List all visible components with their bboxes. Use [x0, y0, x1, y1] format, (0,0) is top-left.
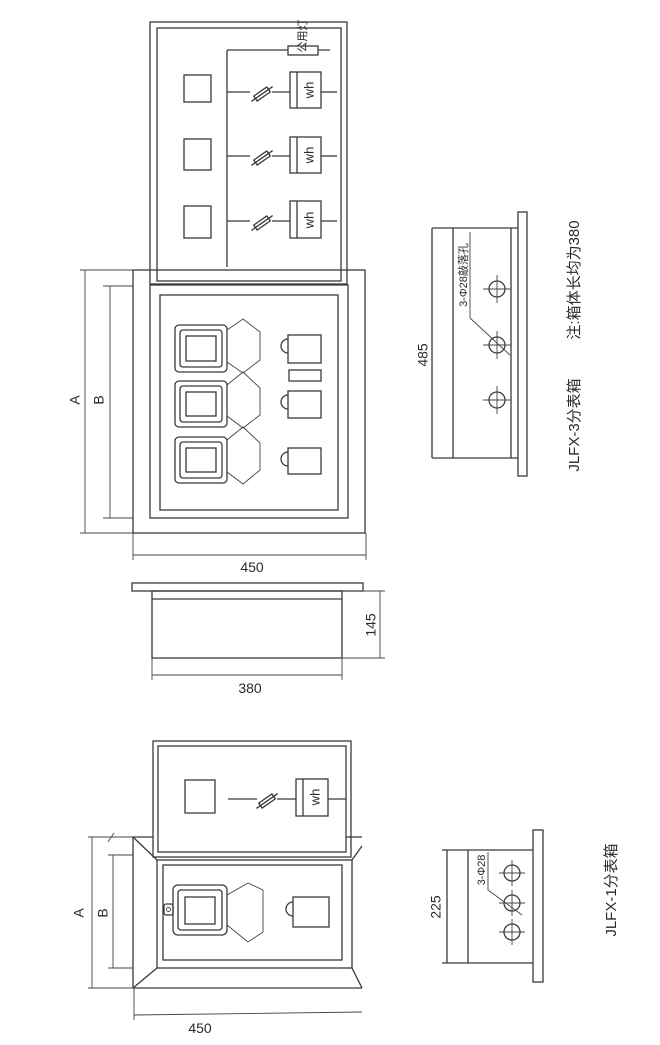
fuse-icon [250, 86, 274, 102]
breaker-window [183, 205, 212, 239]
jlfx3-meter-cover-panel: 公用灯 [149, 20, 348, 285]
dimension-a-label: A [71, 908, 87, 918]
jlfx1-dimensions: A B 450 [71, 832, 363, 1036]
knockout-hole-icon [499, 860, 525, 886]
breaker-window [183, 74, 212, 103]
jlfx3-end-view: 485 3-Φ28敲落孔 [415, 211, 528, 477]
fuse-icon [250, 215, 274, 231]
box-length-note: 注:箱体长均为380 [566, 220, 583, 339]
jlfx1-meter-cover-panel: wh [152, 740, 352, 858]
meter-label: wh [301, 82, 316, 100]
watt-hour-meter-icon [289, 136, 322, 174]
jlfx1-front-view [132, 836, 363, 989]
knockout-hole-icon [483, 386, 511, 414]
width-450-label: 450 [188, 1020, 212, 1036]
breaker-icon [285, 896, 330, 928]
jlfx3-branch-3: wh [183, 200, 337, 239]
meter-label: wh [301, 147, 316, 165]
hexagon-cover [226, 882, 264, 943]
dimension-a-label: A [67, 395, 83, 405]
jlfx3-branch-2: wh [183, 136, 337, 174]
height-485-label: 485 [415, 343, 431, 367]
knockout-hole-icon [499, 919, 525, 945]
hexagon-cover [226, 371, 261, 429]
jlfx3-front-view [132, 269, 366, 534]
meter-label: wh [307, 789, 322, 807]
depth-145-label: 145 [363, 613, 379, 637]
height-225-label: 225 [428, 895, 444, 919]
watt-hour-meter-icon [289, 200, 322, 239]
hexagon-cover [226, 426, 261, 485]
terminal-block [288, 369, 322, 382]
jlfx1-caption: JLFX-1分表箱 [603, 843, 620, 936]
fuse-icon [250, 150, 274, 166]
jlfx3-caption: JLFX-3分表箱 [566, 378, 583, 471]
watt-hour-meter-icon [289, 71, 322, 109]
knockout-label: 3-Φ28 [476, 855, 488, 886]
breaker-icon [280, 390, 322, 419]
breaker-window [183, 138, 212, 171]
breaker-window [184, 779, 216, 814]
watt-hour-meter-icon [295, 778, 329, 817]
fuse-icon [255, 793, 279, 809]
dimension-b-label: B [91, 395, 107, 404]
length-380-label: 380 [238, 680, 262, 696]
dimension-b-label: B [95, 908, 111, 917]
hexagon-cover [226, 318, 261, 374]
public-light-fuse-icon [287, 45, 319, 56]
jlfx3-branch-1: wh [183, 71, 337, 109]
breaker-icon [280, 334, 322, 364]
breaker-icon [280, 447, 322, 475]
jlfx1-end-view: 225 3-Φ28 [428, 829, 544, 983]
knockout-hole-icon [499, 890, 525, 916]
jlfx3-side-view: 380 145 [131, 582, 385, 696]
knockout-hole-icon [483, 331, 511, 359]
knockout-label: 3-Φ28敲落孔 [456, 243, 470, 307]
meter-window [174, 436, 228, 484]
meter-window [172, 884, 228, 936]
width-450-label: 450 [240, 559, 264, 575]
meter-label: wh [301, 212, 316, 230]
knockout-hole-icon [483, 275, 511, 303]
jlfx3-dimensions: A B 450 [67, 269, 367, 575]
public-light-label: 公用灯 [296, 20, 309, 53]
lock-icon [163, 903, 174, 916]
